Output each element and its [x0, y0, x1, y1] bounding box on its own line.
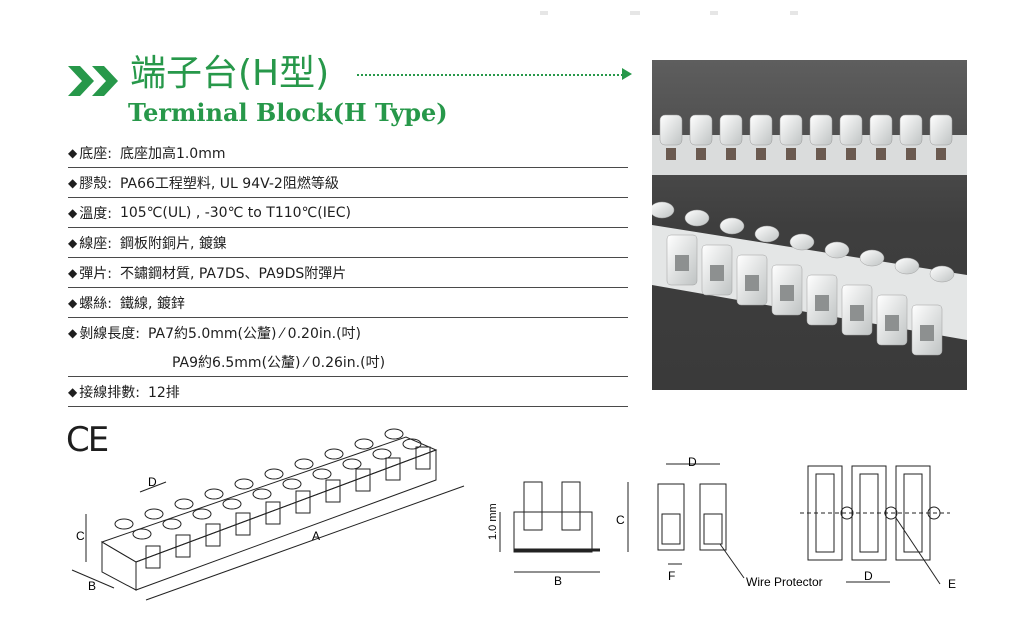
spec-label: 溫度: — [79, 205, 112, 222]
spec-label: 螺絲: — [79, 295, 112, 312]
iso-dim-d: D — [148, 475, 157, 489]
spec-value: 鋼板附銅片, 鍍鎳 — [119, 235, 227, 252]
double-chevron-right-icon — [68, 66, 118, 96]
front-view-drawing: D F Wire Protector — [657, 455, 823, 589]
isometric-drawing: C B A D — [71, 428, 465, 601]
spec-label: 底座: — [79, 145, 112, 162]
spec-row: ◆ 螺絲: 鐵線, 鍍鋅 — [68, 288, 628, 318]
spec-row: ◆ 膠殼: PA66工程塑料, UL 94V-2阻燃等級 — [68, 168, 628, 198]
diamond-bullet-icon: ◆ — [68, 325, 78, 340]
diamond-bullet-icon: ◆ — [68, 295, 78, 310]
iso-dim-b: B — [88, 579, 96, 593]
spec-value: 12排 — [147, 384, 180, 401]
spec-value: PA9約6.5mm(公釐) ⁄ 0.26in.(吋) — [172, 354, 386, 371]
spec-value: 105℃(UL) , -30℃ to T110℃(IEC) — [119, 204, 351, 221]
spec-value: 不鏽鋼材質, PA7DS、PA9DS附彈片 — [119, 265, 347, 282]
spec-value: PA7約5.0mm(公釐) ⁄ 0.20in.(吋) — [147, 325, 361, 342]
side-section-drawing: 1.0 mm B C — [487, 481, 629, 588]
spec-row: ◆ 彈片: 不鏽鋼材質, PA7DS、PA9DS附彈片 — [68, 258, 628, 288]
title-dotted-leader — [357, 74, 627, 76]
front-dim-d: D — [688, 455, 697, 469]
spec-value: 底座加高1.0mm — [119, 145, 226, 162]
spec-value: PA66工程塑料, UL 94V-2阻燃等級 — [119, 175, 339, 192]
top-artifact — [540, 11, 798, 15]
spec-value: 鐵線, 鍍鋅 — [119, 295, 185, 312]
front-dim-f: F — [668, 569, 675, 583]
spec-list: ◆ 底座: 底座加高1.0mm ◆ 膠殼: PA66工程塑料, UL 94V-2… — [68, 138, 628, 407]
spec-row: ◆ 線座: 鋼板附銅片, 鍍鎳 — [68, 228, 628, 258]
terminal-block-photo — [652, 60, 967, 390]
page-title: 端子台(H型) — [130, 53, 330, 94]
leader-arrow-icon — [622, 68, 632, 80]
diamond-bullet-icon: ◆ — [68, 384, 78, 399]
diamond-bullet-icon: ◆ — [68, 205, 78, 220]
iso-dim-c: C — [76, 529, 85, 543]
top-dim-d: D — [864, 569, 873, 583]
spec-row: ◆ 溫度: 105℃(UL) , -30℃ to T110℃(IEC) — [68, 198, 628, 228]
diamond-bullet-icon: ◆ — [68, 145, 78, 160]
spec-row-continued: PA9約6.5mm(公釐) ⁄ 0.26in.(吋) — [68, 347, 628, 377]
spec-label: 彈片: — [79, 265, 112, 282]
wire-protector-label: Wire Protector — [746, 575, 823, 589]
ce-mark: CE — [66, 420, 109, 460]
spec-row: ◆ 接線排數: 12排 — [68, 377, 628, 407]
spec-row: ◆ 剝線長度: PA7約5.0mm(公釐) ⁄ 0.20in.(吋) — [68, 318, 628, 347]
side-dim-b: B — [554, 574, 562, 588]
spec-label: 剝線長度: — [79, 325, 140, 342]
side-dim-c: C — [616, 513, 625, 527]
diamond-bullet-icon: ◆ — [68, 175, 78, 190]
diamond-bullet-icon: ◆ — [68, 235, 78, 250]
spec-label: 接線排數: — [79, 384, 140, 401]
spec-label: 線座: — [79, 235, 112, 252]
iso-dim-a: A — [312, 529, 320, 543]
page-subtitle: Terminal Block(H Type) — [128, 98, 448, 127]
spec-row: ◆ 底座: 底座加高1.0mm — [68, 138, 628, 168]
top-dim-e: E — [948, 577, 956, 591]
side-dim-height: 1.0 mm — [487, 503, 499, 540]
top-view-drawing: D E — [800, 465, 956, 591]
spec-label: 膠殼: — [79, 175, 112, 192]
diamond-bullet-icon: ◆ — [68, 265, 78, 280]
